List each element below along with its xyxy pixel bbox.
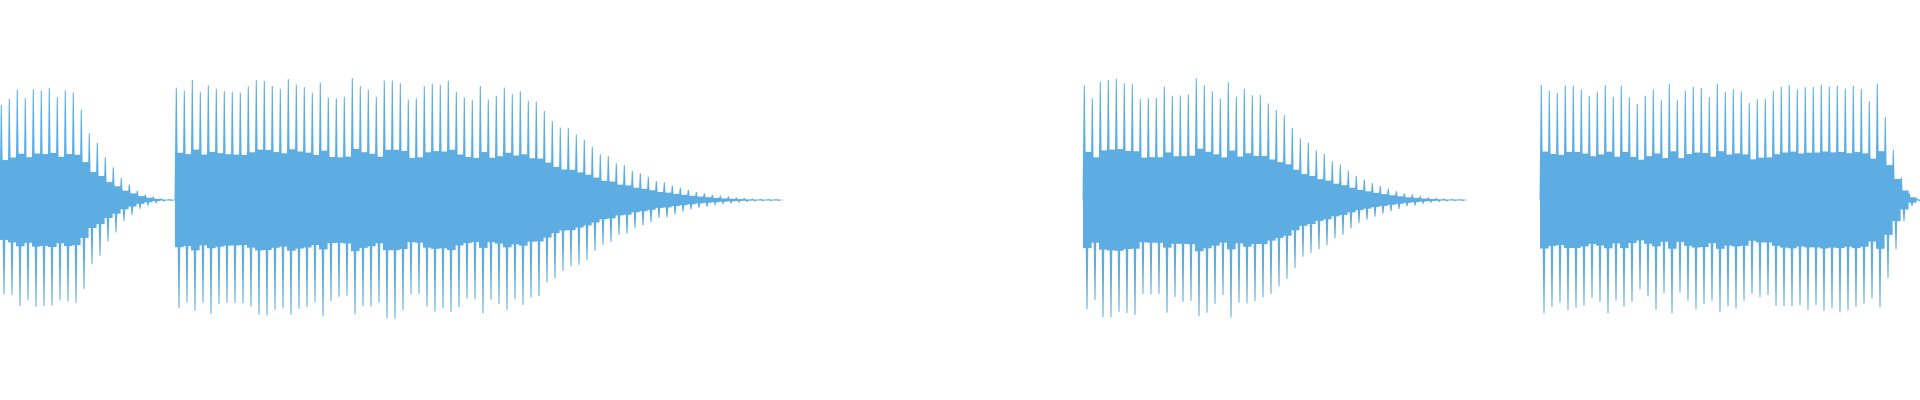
waveform-segment [1539,83,1920,314]
waveform-segment [174,78,784,319]
waveform-segment [0,87,177,307]
waveform-segment [1082,78,1468,318]
